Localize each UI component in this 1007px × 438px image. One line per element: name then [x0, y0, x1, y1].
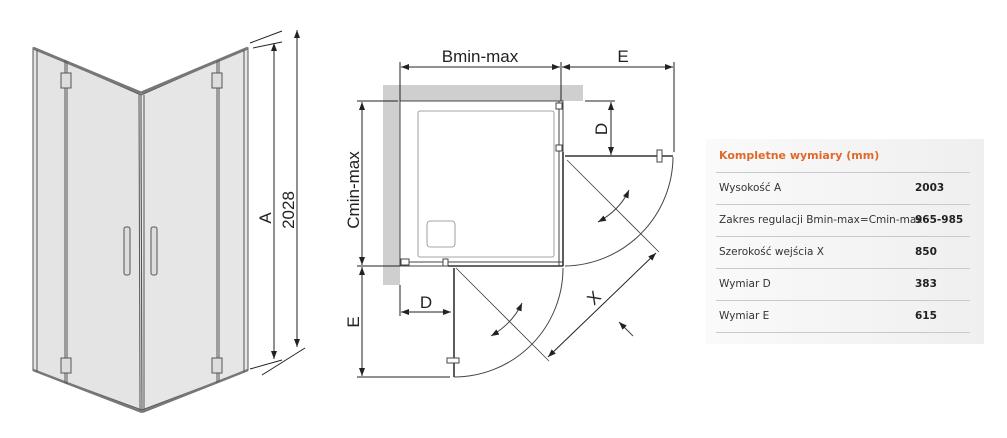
dimension-label-a: A — [256, 212, 275, 224]
shower-perspective — [32, 46, 249, 414]
swing-arrow-icon — [490, 302, 523, 337]
dimension-label-d-right: D — [592, 123, 611, 135]
dimension-label-c: Cmin-max — [344, 151, 363, 229]
dimension-label-d-bottom: D — [420, 293, 432, 312]
dimension-label-2028: 2028 — [279, 191, 298, 229]
hinge-icon — [211, 72, 223, 89]
table-row: Wysokość A 2003 — [716, 172, 970, 205]
table-title: Kompletne wymiary (mm) — [719, 149, 880, 162]
row-value: 615 — [915, 310, 937, 322]
hinge-icon — [60, 357, 72, 374]
dimension-label-b: Bmin-max — [442, 47, 519, 66]
row-value: 383 — [915, 278, 937, 290]
shower-tray — [399, 100, 564, 267]
row-label: Zakres regulacji Bmin-max=Cmin-max — [719, 214, 923, 226]
hinge-icon — [60, 72, 72, 89]
dimension-label-e-left: E — [344, 316, 363, 327]
row-label: Wysokość A — [719, 182, 782, 194]
dimension-label-e-top: E — [617, 47, 628, 66]
table-divider — [716, 332, 970, 333]
row-value: 850 — [915, 246, 937, 258]
swing-arrow-icon — [597, 189, 630, 223]
plan-view: Bmin-max E Cmin-max E D D X — [344, 47, 675, 378]
tray-inner — [417, 110, 555, 258]
table-row: Szerokość wejścia X 850 — [716, 236, 970, 269]
table-row: Zakres regulacji Bmin-max=Cmin-max 965-9… — [716, 204, 970, 237]
drain-icon — [426, 220, 456, 248]
row-label: Wymiar D — [719, 278, 771, 290]
dimensions-table: Kompletne wymiary (mm) Wysokość A 2003 Z… — [706, 139, 984, 344]
door-handle-left — [123, 226, 131, 276]
row-label: Wymiar E — [719, 310, 770, 322]
table-row: Wymiar D 383 — [716, 268, 970, 301]
row-label: Szerokość wejścia X — [719, 246, 824, 258]
hinge-icon — [211, 357, 223, 374]
table-row: Wymiar E 615 — [716, 300, 970, 333]
door-handle-right — [150, 226, 158, 276]
row-value: 2003 — [915, 182, 945, 194]
height-dimensions — [249, 30, 306, 376]
row-value: 965-985 — [915, 214, 964, 226]
entry-arrow-icon — [618, 321, 634, 337]
